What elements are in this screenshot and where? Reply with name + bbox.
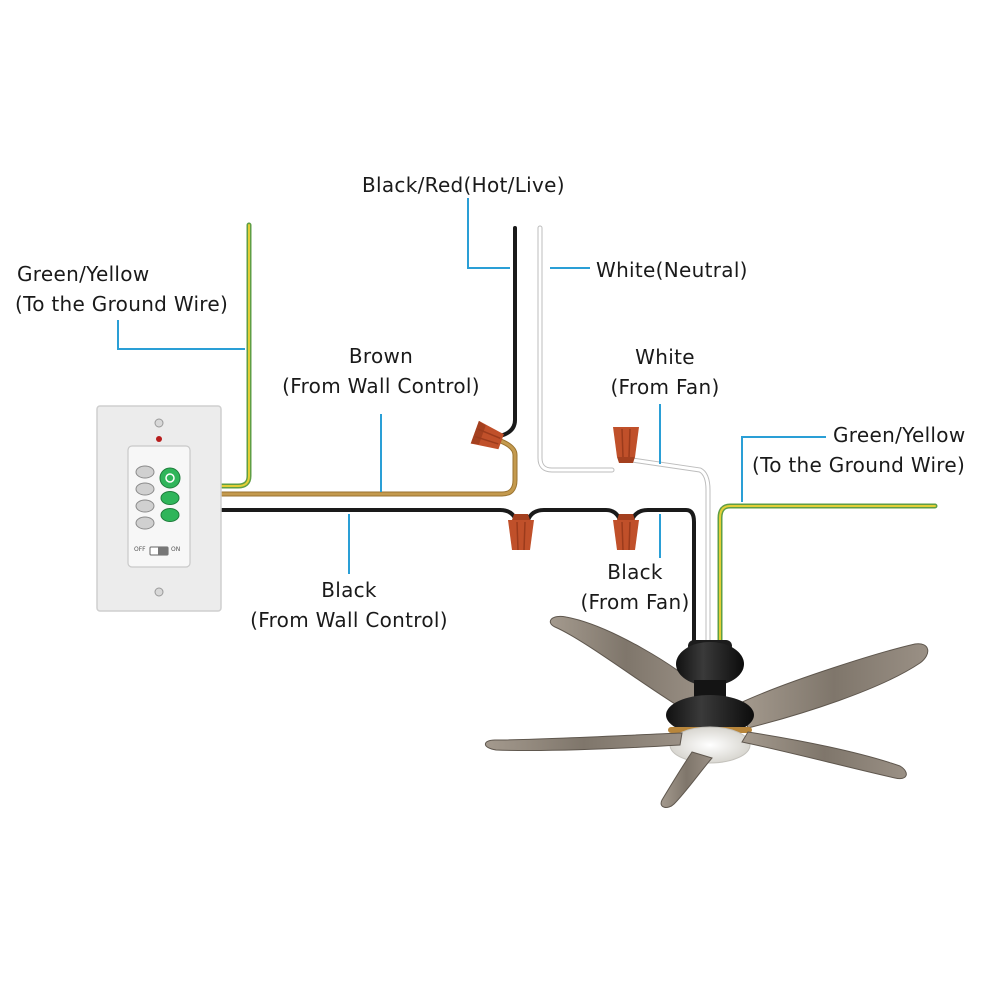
switch-off-label: OFF [134,546,146,553]
label-white-fan-subtitle: (From Fan) [610,375,720,399]
label-black-wall-title: Black [321,578,377,602]
leader-hot [467,198,510,269]
label-brown-subtitle: (From Wall Control) [282,374,480,398]
leader-ground-right [741,436,826,502]
fan-blade-front [660,751,713,808]
wire-nut-neutral [613,427,639,463]
wall-control [96,405,222,612]
label-ground-right-title: Green/Yellow [833,423,966,447]
button-dim[interactable] [160,508,180,522]
fan-blade-right [741,731,907,780]
switch-on-label: ON [171,546,181,553]
slide-switch-knob[interactable] [158,547,168,555]
button-fan-off[interactable] [135,465,155,479]
plate-screw-top [154,418,164,428]
wire-nut-hot [470,420,504,450]
wire-nut-black-wall [508,514,534,551]
ground-wire-right [717,503,938,663]
fan-blade-left [484,732,683,752]
button-speed-low[interactable] [135,516,155,530]
label-hot-live: Black/Red(Hot/Live) [362,173,565,197]
leader-lines [117,198,826,574]
label-ground-right-subtitle: (To the Ground Wire) [752,453,966,477]
black-fan-wire [630,508,696,662]
label-black-wall-subtitle: (From Wall Control) [250,608,448,632]
ground-wire-left [219,222,252,489]
button-speed-med[interactable] [135,499,155,513]
black-wall-control-wire [220,508,518,522]
power-icon [165,473,175,483]
label-ground-left-subtitle: (To the Ground Wire) [15,292,229,316]
brown-wall-control-wire [219,437,518,497]
label-black-fan-title: Black [607,560,663,584]
label-white-fan-title: White [635,345,695,369]
leader-ground-left [117,320,245,350]
label-ground-left-title: Green/Yellow [17,262,150,286]
button-light[interactable] [160,491,180,505]
indicator-led [156,436,162,442]
button-power[interactable] [159,467,181,489]
label-neutral: White(Neutral) [596,258,748,282]
fan-blade-left-back [549,615,703,713]
label-black-fan-subtitle: (From Fan) [580,590,690,614]
fan-canopy [676,642,744,686]
button-speed-high[interactable] [135,482,155,496]
black-hot-wire [498,226,517,438]
wire-nut-black-fan [613,514,639,551]
fan-motor-housing [666,695,754,735]
ceiling-fan [484,615,929,808]
plate-screw-bottom [154,587,164,597]
fan-blade-right-back [739,643,929,729]
label-brown-title: Brown [348,344,414,368]
